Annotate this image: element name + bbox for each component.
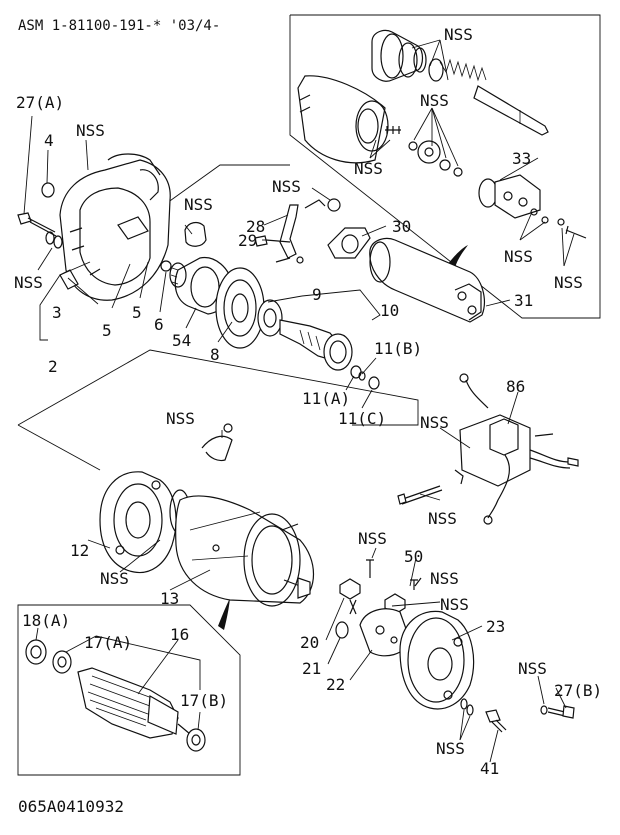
spring-21 — [335, 621, 349, 639]
callout-3: 3 — [52, 303, 62, 322]
callout-12: 12 — [70, 541, 89, 560]
callout-nss: NSS — [436, 739, 465, 758]
bolt-27b — [540, 705, 575, 719]
shift-lever-28 — [275, 199, 326, 264]
callout-28: 28 — [246, 217, 265, 236]
screw-nss-p — [366, 559, 374, 578]
callout-nss: NSS — [420, 413, 449, 432]
rear-cover-12 — [99, 471, 177, 574]
callout-29: 29 — [238, 231, 257, 250]
frame-middle-group — [17, 349, 419, 426]
grommet-4 — [41, 182, 55, 198]
bearing-18a — [25, 639, 47, 665]
armature-16 — [77, 667, 191, 739]
washers-27a — [45, 231, 63, 249]
callout-nss: NSS — [430, 569, 459, 588]
callout-27a: 27(A) — [16, 93, 64, 112]
callout-4: 4 — [44, 131, 54, 150]
gasket-nss-c — [184, 221, 207, 247]
leader-lines — [23, 39, 575, 763]
solenoid-switch-33 — [478, 174, 587, 239]
callout-17a: 17(A) — [84, 633, 132, 652]
callout-8: 8 — [210, 345, 220, 364]
callout-16: 16 — [170, 625, 189, 644]
brush-holders-20 — [339, 578, 406, 615]
callout-33: 33 — [512, 149, 531, 168]
yoke-13 — [175, 495, 314, 607]
callout-6: 6 — [154, 315, 164, 334]
callout-50: 50 — [404, 547, 423, 566]
wire-lead-nss — [201, 423, 233, 462]
callout-11b: 11(B) — [374, 339, 422, 358]
bolt-29 — [254, 235, 291, 247]
callout-10: 10 — [380, 301, 399, 320]
callout-2: 2 — [48, 357, 58, 376]
front-housing — [59, 153, 171, 301]
shaft-10 — [279, 319, 353, 371]
callout-23: 23 — [486, 617, 505, 636]
callout-31: 31 — [514, 291, 533, 310]
callout-nss: NSS — [354, 159, 383, 178]
callout-nss: NSS — [444, 25, 473, 44]
callout-17b: 17(B) — [180, 691, 228, 710]
callout-9: 9 — [312, 285, 322, 304]
callout-nss: NSS — [76, 121, 105, 140]
frame-solenoid-box — [289, 14, 601, 319]
callout-20: 20 — [300, 633, 319, 652]
pointer-solenoid — [447, 245, 468, 268]
callout-30: 30 — [392, 217, 411, 236]
bearing-17b — [186, 728, 206, 752]
callout-21: 21 — [302, 659, 321, 678]
callout-nss: NSS — [504, 247, 533, 266]
ring-6 — [160, 260, 172, 272]
nut-nss — [327, 198, 341, 212]
callout-nss: NSS — [358, 529, 387, 548]
callout-54: 54 — [172, 331, 191, 350]
frame-upper-group — [159, 164, 290, 209]
callout-27b: 27(B) — [554, 681, 602, 700]
callout-22: 22 — [326, 675, 345, 694]
callout-11a: 11(A) — [302, 389, 350, 408]
washers-11 — [350, 365, 380, 390]
callout-nss: NSS — [184, 195, 213, 214]
callout-nss: NSS — [554, 273, 583, 292]
boot-cover — [371, 29, 427, 82]
solenoid-body-31 — [369, 237, 485, 323]
callout-18a: 18(A) — [22, 611, 70, 630]
callout-nss: NSS — [440, 595, 469, 614]
callout-nss: NSS — [428, 509, 457, 528]
small-screws-group — [385, 126, 463, 177]
callout-41: 41 — [480, 759, 499, 778]
assembly-code: ASM 1-81100-191-* '03/4- — [18, 18, 220, 34]
callout-nss: NSS — [272, 177, 301, 196]
pointer-armature — [218, 598, 230, 630]
figure-id: 065A0410932 — [18, 797, 124, 816]
yoke-housing — [297, 75, 389, 164]
callout-5: 5 — [132, 303, 142, 322]
callout-5: 5 — [102, 321, 112, 340]
harness-86 — [397, 373, 579, 525]
bolt-27a — [17, 212, 57, 237]
callout-nss: NSS — [518, 659, 547, 678]
callout-nss: NSS — [420, 91, 449, 110]
callout-11c: 11(C) — [338, 409, 386, 428]
bolt-41 — [460, 698, 507, 733]
frame-armature-box — [17, 604, 241, 776]
callout-nss: NSS — [166, 409, 195, 428]
plunger-spring — [428, 58, 549, 136]
callout-nss: NSS — [14, 273, 43, 292]
plate-30 — [327, 227, 371, 259]
callout-86: 86 — [506, 377, 525, 396]
bearing-17a — [52, 650, 72, 674]
frame-middle-link — [17, 424, 101, 471]
gear-set-9 — [215, 267, 283, 349]
end-frame-23 — [399, 610, 475, 710]
callout-nss: NSS — [100, 569, 129, 588]
callout-13: 13 — [160, 589, 179, 608]
